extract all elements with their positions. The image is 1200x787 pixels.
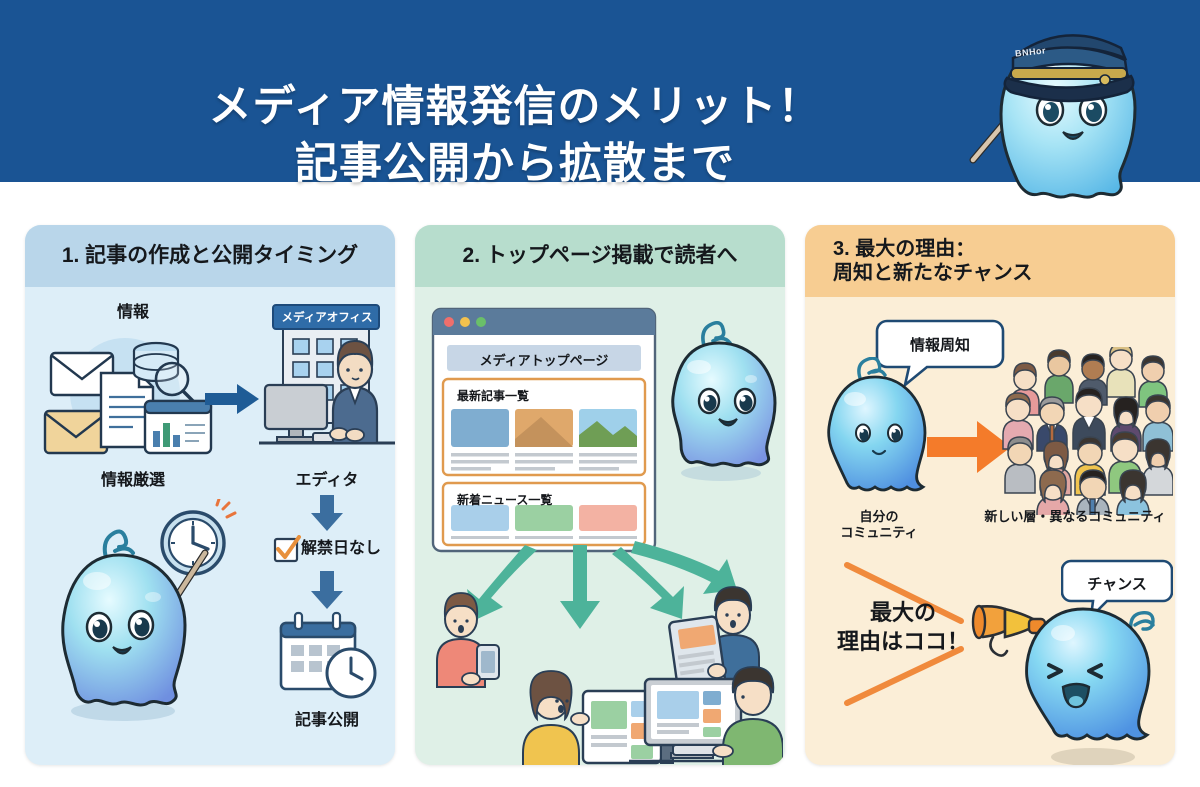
- crowd-group: [1002, 347, 1173, 515]
- new-community-label: 新しい層・異なるコミュニティ: [984, 509, 1166, 524]
- panel-1-body: 情報 情報厳選: [25, 287, 395, 765]
- eye-right-squint: [1087, 663, 1103, 679]
- traffic-light-red: [444, 317, 454, 327]
- header-banner: メディア情報発信のメリット！ 記事公開から拡散まで: [0, 0, 1200, 199]
- panel-biggest-reason: 3. 最大の理由： 周知と新たなチャンス 情報周知: [805, 225, 1175, 765]
- info-select-label: 情報厳選: [100, 472, 165, 489]
- arrow-to-desktop-user: [612, 547, 684, 619]
- panel-1-header: 1. 記事の作成と公開タイミング: [25, 225, 395, 287]
- panel-3-body: 情報周知: [805, 297, 1175, 765]
- panels-row: 1. 記事の作成と公開タイミング: [0, 182, 1200, 787]
- captain-hat: [1003, 34, 1135, 103]
- own-community-label: 自分の コミュニティ: [840, 509, 918, 541]
- panel-top-page-exposure: 2. トップページ掲載で読者へ: [415, 225, 785, 765]
- envelope-icon-1: [49, 351, 115, 397]
- panel-2-header: 2. トップページ掲載で読者へ: [415, 225, 785, 287]
- mascot-banner-svg: [969, 34, 1137, 199]
- office-sign-label: メディアオフィス: [281, 312, 373, 324]
- eye-left-squint: [1047, 663, 1063, 679]
- arrow-spread-icon: [927, 421, 1011, 473]
- info-bubble-label: 情報: [116, 304, 149, 321]
- browser-window-mock: [431, 307, 657, 553]
- browser-page-title: メディアトップページ: [479, 353, 609, 368]
- publish-label: 記事公開: [294, 712, 359, 729]
- office-sign-plate: [272, 304, 380, 330]
- traffic-light-green: [476, 317, 486, 327]
- page-title: メディア情報発信のメリット！ 記事公開から拡散まで: [0, 22, 1030, 251]
- panel-3-header: 3. 最大の理由： 周知と新たなチャンス: [805, 225, 1175, 297]
- biggest-reason-label: 最大の 理由はココ！: [836, 600, 969, 654]
- browser-section-2-title: 新着ニュース一覧: [457, 493, 553, 507]
- calendar-schedule-icon: [279, 611, 377, 699]
- information-sources-group: [43, 338, 213, 455]
- arrow-right-icon: [205, 384, 259, 414]
- chart-window-icon: [143, 399, 213, 455]
- speech-bubble-awareness: [875, 319, 1005, 387]
- megaphone-icon: [971, 604, 1047, 657]
- accent-lines: [844, 562, 964, 706]
- editor-office-group: [259, 304, 395, 445]
- speech-bubble-chance: [1061, 559, 1173, 619]
- database-search-icon: [132, 341, 197, 405]
- page-title-line1: メディア情報発信のメリット！: [208, 83, 822, 132]
- mascot-shadow: [71, 701, 175, 721]
- panel-article-creation: 1. 記事の作成と公開タイミング: [25, 225, 395, 765]
- arrow-to-tablet-user: [560, 545, 600, 629]
- editor-label: エディタ: [295, 472, 359, 489]
- checkbox-icon: [273, 535, 301, 563]
- arrow-to-phone-user: [467, 545, 537, 621]
- bubble-chance-label: チャンス: [1087, 576, 1147, 593]
- mascot-panel-1: [61, 529, 209, 721]
- distribution-arrows: [467, 541, 737, 629]
- no-embargo-label: 解禁日なし: [301, 540, 382, 557]
- panel-2-body: メディアトップページ 最新記事一覧 新着ニュース一覧: [415, 287, 785, 765]
- reader-tablet-woman: [522, 670, 674, 765]
- page-title-bar: [447, 345, 641, 371]
- readers-group: [436, 586, 783, 765]
- browser-titlebar: [433, 309, 655, 335]
- arrow-to-mobile-reader: [631, 541, 737, 594]
- arrow-down-icon-2: [311, 571, 343, 609]
- reader-desktop-man: [629, 666, 783, 765]
- mascot-panel-2: [671, 321, 777, 481]
- reader-phone-woman: [436, 592, 500, 688]
- browser-section-1-title: 最新記事一覧: [457, 389, 530, 403]
- arrow-down-icon-1: [311, 495, 343, 531]
- reader-tablet-man: [668, 586, 760, 689]
- mascot-body-1: [61, 553, 187, 707]
- mascot-panel-3-shout: [1025, 607, 1155, 765]
- bubble-awareness-label: 情報周知: [909, 337, 970, 354]
- mascot-banner: BNHor: [955, 10, 1175, 220]
- envelope-icon-2: [43, 409, 109, 455]
- page-title-line2: 記事公開から拡散まで: [295, 140, 735, 189]
- traffic-light-yellow: [460, 317, 470, 327]
- mascot-panel-3-left: [827, 357, 927, 492]
